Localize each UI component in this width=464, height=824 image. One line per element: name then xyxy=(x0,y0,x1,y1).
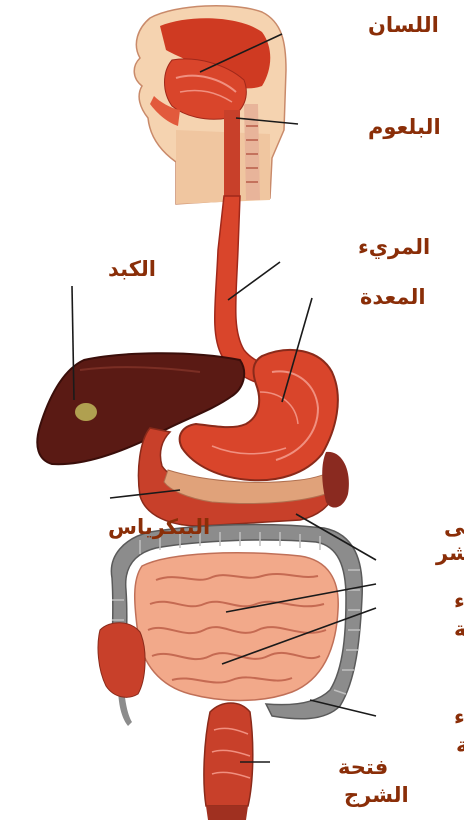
label-pharynx: البلعوم xyxy=(368,115,441,139)
label-tongue: اللسان xyxy=(368,13,439,37)
label-esophagus: المريء xyxy=(358,235,430,260)
label-stomach: المعدة xyxy=(360,285,426,309)
label-anus-line1: فتحة xyxy=(338,755,388,779)
label-large-intestine-line2: الغليظة xyxy=(456,733,464,757)
label-duodenum-line1: الإثنى xyxy=(444,515,464,539)
label-large-intestine-line1: الأمعاء xyxy=(454,703,464,729)
cecum xyxy=(98,623,145,698)
gallbladder xyxy=(75,403,97,421)
head-section xyxy=(134,6,286,204)
label-small-intestine-line1: الأمعاء xyxy=(454,587,464,613)
label-duodenum-line2: عشر xyxy=(435,541,464,565)
label-pancreas: البنكرياس xyxy=(108,515,210,539)
spleen xyxy=(322,452,349,508)
label-anus-line2: الشرج xyxy=(344,783,409,808)
label-liver: الكبد xyxy=(108,257,156,281)
anus xyxy=(206,806,248,820)
label-small-intestine-line2: الدقيقة xyxy=(454,617,464,641)
